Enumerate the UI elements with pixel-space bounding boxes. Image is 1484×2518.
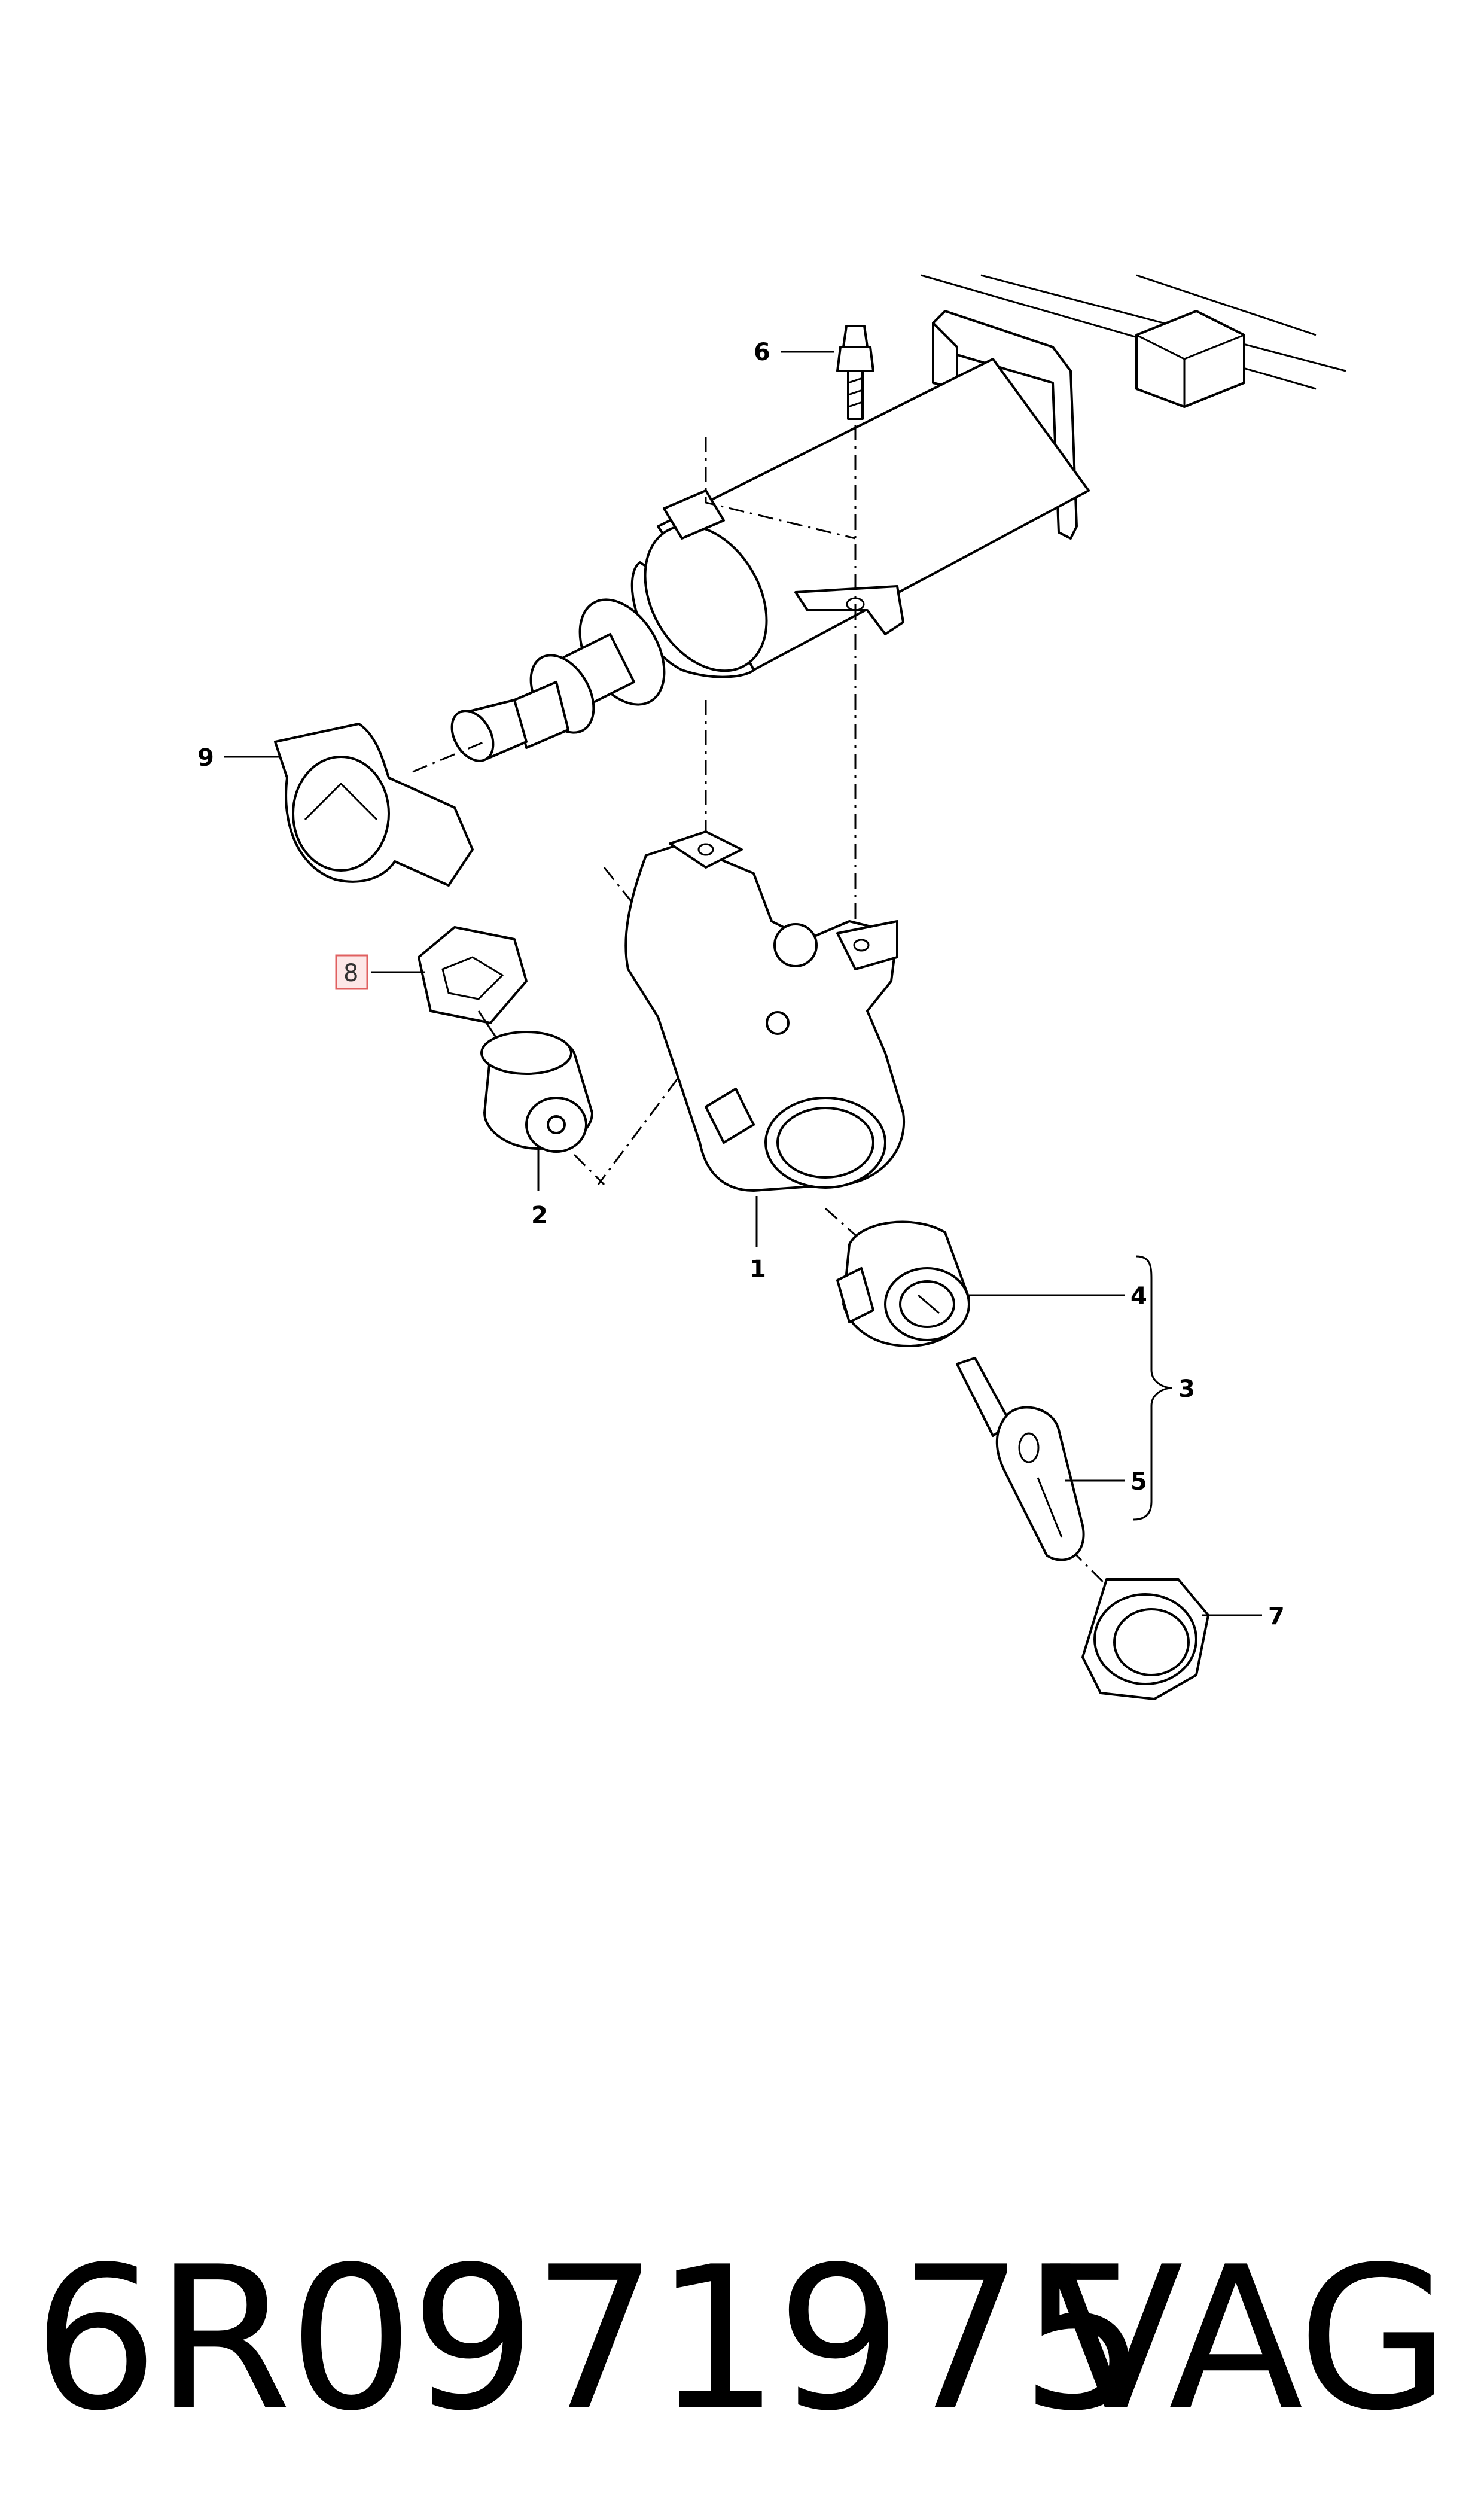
callout-2: 2 [531, 1202, 548, 1229]
key [956, 1357, 1085, 1561]
footer: 6R0971975 VAG [0, 2213, 1484, 2465]
group-brace [1133, 1255, 1173, 1521]
part-number: 6R0971975 [33, 2224, 1146, 2454]
callout-5: 5 [1130, 1468, 1147, 1496]
lock-housing [624, 830, 906, 1192]
exploded-parts-diagram: 6 9 8 2 1 4 3 5 7 [197, 274, 1346, 1700]
callout-3: 3 [1178, 1375, 1195, 1403]
trim-ring [1081, 1578, 1209, 1700]
assembly-line [705, 437, 856, 540]
callout-6: 6 [754, 339, 770, 366]
connector [418, 926, 528, 1065]
callout-8: 8 [343, 960, 358, 987]
steering-column-housing [450, 274, 1346, 762]
callout-4: 4 [1130, 1283, 1147, 1310]
callout-1: 1 [749, 1256, 766, 1283]
cover-ring [274, 723, 474, 887]
assembly-line [412, 741, 485, 773]
callout-8-highlight [335, 954, 368, 990]
callout-7: 7 [1268, 1603, 1285, 1630]
ignition-switch [480, 1031, 593, 1153]
bolt [836, 325, 874, 420]
lock-cylinder [836, 1220, 970, 1347]
brand-name: VAG [1048, 2224, 1451, 2454]
callout-9: 9 [197, 744, 214, 772]
assembly-line [573, 1153, 605, 1186]
